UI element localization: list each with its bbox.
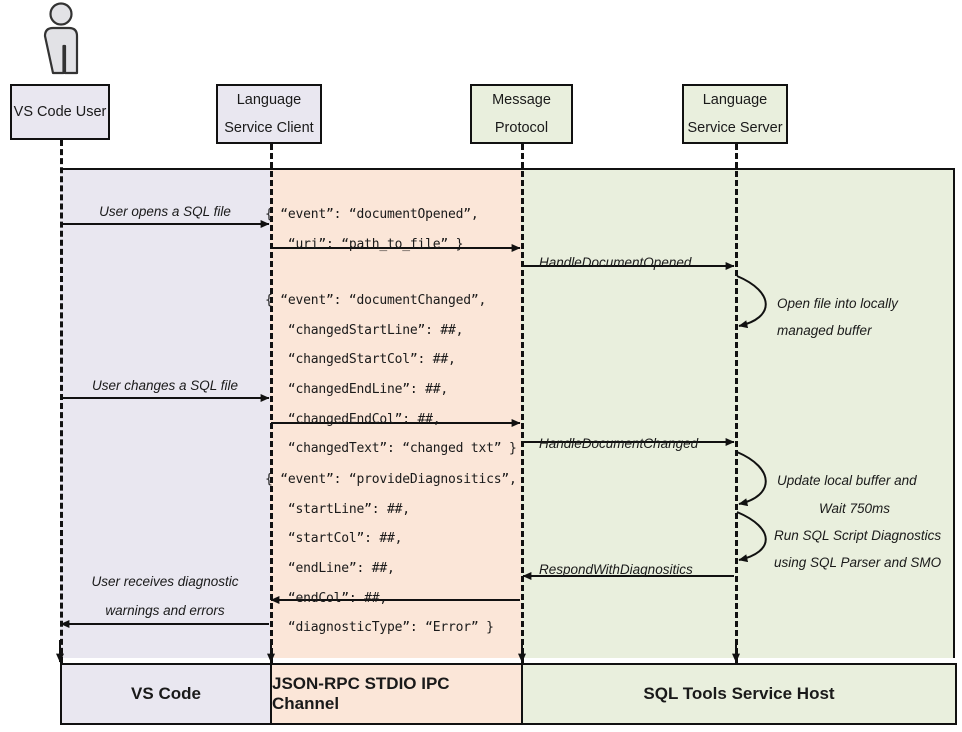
label-self-run-diagnostics-line2: using SQL Parser and SMO [774, 555, 942, 570]
label-handle-document-changed: HandleDocumentChanged [539, 436, 699, 451]
payload-document-opened: { “event”: “documentOpened”, “uri”: “pat… [265, 207, 479, 252]
footer-ipc-channel: JSON-RPC STDIO IPC Channel [270, 663, 523, 725]
participant-label-line2: Service Server [687, 120, 783, 136]
label-self-run-diagnostics-line1: Run SQL Script Diagnostics [774, 528, 942, 543]
footer-label: VS Code [131, 684, 201, 703]
lifeline-language-service-client [270, 144, 273, 663]
participant-language-service-client[interactable]: Language Service Client [216, 84, 322, 144]
participant-label-line1: Language [236, 91, 302, 108]
band-service-host [521, 168, 955, 658]
participant-language-service-server[interactable]: Language Service Server [682, 84, 788, 144]
payload-provide-diagnostics: { “event”: “provideDiagnositics”, “start… [265, 472, 517, 636]
footer-vs-code: VS Code [60, 663, 272, 725]
label-user-receives-line2: warnings and errors [105, 603, 225, 618]
label-user-receives-line1: User receives diagnostic [91, 574, 239, 589]
participant-label-line2: Service Client [224, 120, 314, 136]
participant-vs-code-user[interactable]: VS Code User [10, 84, 110, 140]
lifeline-message-protocol [521, 144, 524, 663]
band-ipc-channel [270, 168, 521, 658]
participant-message-protocol[interactable]: Message Protocol [470, 84, 573, 144]
lifeline-vs-code-user [60, 140, 63, 663]
participant-label-line1: Message [492, 91, 551, 108]
person-icon [43, 2, 79, 75]
label-user-opens: User opens a SQL file [99, 204, 231, 219]
lifeline-language-service-server [735, 144, 738, 663]
label-user-changes: User changes a SQL file [91, 378, 239, 393]
participant-label-line1: VS Code User [13, 103, 107, 120]
band-vscode [60, 168, 270, 658]
footer-label: JSON-RPC STDIO IPC Channel [272, 674, 450, 713]
footer-label: SQL Tools Service Host [643, 684, 835, 703]
payload-document-changed: { “event”: “documentChanged”, “changedSt… [265, 293, 517, 457]
label-self-update-wait-line1: Update local buffer and [777, 473, 917, 488]
label-self-open-buffer-line2: managed buffer [777, 323, 872, 338]
participant-label-line1: Language [702, 91, 768, 108]
label-handle-document-opened: HandleDocumentOpened [539, 255, 692, 270]
label-self-open-buffer-line1: Open file into locally [777, 296, 898, 311]
footer-service-host: SQL Tools Service Host [521, 663, 957, 725]
participant-label-line2: Protocol [494, 120, 549, 136]
label-self-update-wait-line2: Wait 750ms [818, 501, 891, 516]
label-respond-with-diagnostics: RespondWithDiagnositics [539, 562, 693, 577]
